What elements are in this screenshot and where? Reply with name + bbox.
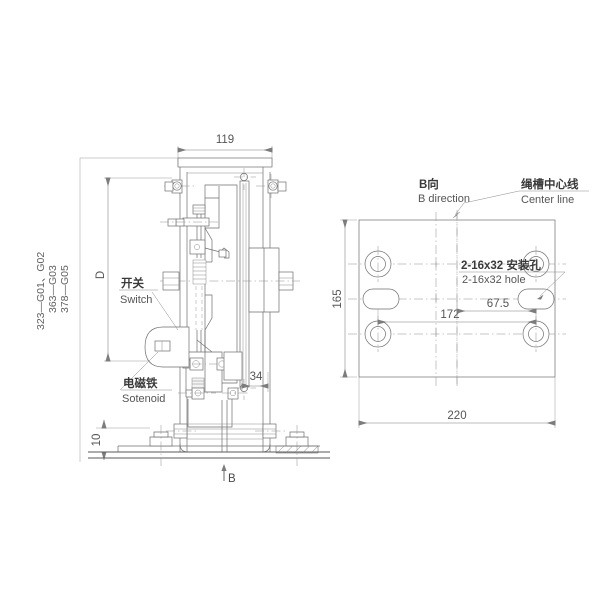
label-solenoid: 电磁铁 Sotenoid	[121, 376, 172, 405]
section-mark-label: B	[228, 473, 236, 485]
frame-top-plate	[177, 157, 273, 168]
switch-housing	[144, 326, 190, 368]
hole-top-left	[364, 246, 392, 282]
center-line-note-cn: 绳槽中心线	[521, 177, 579, 191]
anchor-bolt-left	[149, 425, 173, 466]
dim-plate-width: 220	[358, 377, 556, 428]
anchor-bolt-right	[275, 425, 319, 466]
section-mark-B: B	[221, 464, 236, 485]
model-code-1: 323—G01、G02	[35, 252, 47, 330]
model-code-block: 323—G01、G02 363—G03 378—G05	[35, 252, 71, 330]
left-view-group: 119 323—G01、G02 363—G03 378—G05 D 10	[35, 134, 330, 485]
dim-D-label: D	[95, 271, 107, 279]
label-switch: 开关 Switch	[119, 276, 158, 306]
dim-hole-span: 172	[377, 309, 537, 326]
switch-label-cn: 开关	[121, 276, 144, 290]
dim-172-label: 172	[440, 309, 459, 321]
slot-mid-right	[517, 288, 555, 310]
hole-note-cn: 2-16x32 安装孔	[461, 258, 541, 272]
view-title-block: B向 B direction	[418, 177, 470, 205]
return-spring	[192, 259, 207, 285]
sheave-rim-pin-top	[234, 168, 256, 190]
slot-mid-left	[362, 288, 400, 310]
hole-note-en: 2-16x32 hole	[462, 274, 526, 286]
dim-10-label: 10	[91, 434, 103, 447]
right-view-group: B向 B direction 绳槽中心线 Center line	[332, 177, 589, 428]
solenoid-label-en: Sotenoid	[122, 393, 165, 405]
dim-inner-offset: 34	[241, 371, 269, 392]
view-title-en: B direction	[418, 193, 470, 205]
view-title-cn: B向	[419, 177, 439, 191]
dim-165-label: 165	[332, 289, 344, 308]
center-line-note: 绳槽中心线 Center line	[452, 177, 589, 219]
solenoid-label-cn: 电磁铁	[123, 376, 158, 390]
bolt-upper-left	[164, 174, 196, 198]
bolt-upper-right	[256, 174, 288, 198]
lower-rib-pack	[166, 400, 285, 452]
leader-switch	[151, 291, 179, 331]
model-code-3: 378—G05	[59, 265, 71, 313]
model-code-2: 363—G03	[47, 265, 59, 313]
dim-base-height: 10	[91, 419, 150, 461]
center-line-note-en: Center line	[521, 194, 574, 206]
dim-119-label: 119	[216, 134, 234, 146]
hole-callout: 2-16x32 安装孔 2-16x32 hole	[459, 258, 566, 300]
sheave-assembly	[160, 180, 300, 388]
dim-34-label: 34	[250, 371, 263, 383]
hole-top-right	[522, 246, 550, 282]
dim-center-offset: 67.5	[456, 298, 537, 316]
switch-label-en: Switch	[120, 294, 152, 306]
dim-plate-height: 165	[332, 219, 357, 378]
dim-220-label: 220	[447, 410, 466, 422]
leader-solenoid	[119, 351, 159, 391]
hole-bottom-right	[522, 316, 550, 352]
dim-67-5-label: 67.5	[487, 298, 509, 310]
linkage-rod	[160, 204, 230, 352]
